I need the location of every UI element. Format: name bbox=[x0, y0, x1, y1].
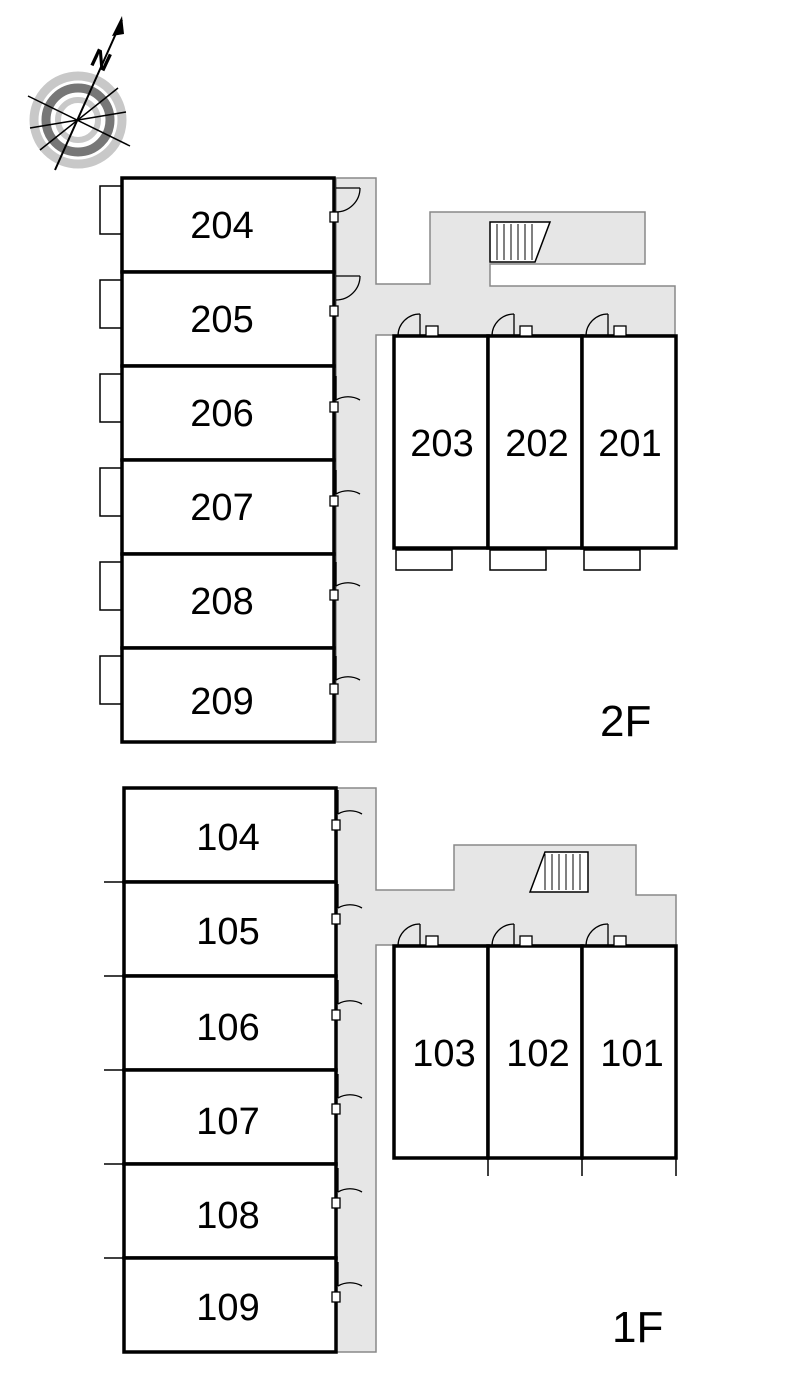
unit-label-207: 207 bbox=[190, 487, 253, 529]
unit-label-106: 106 bbox=[196, 1007, 259, 1049]
unit-label-204: 204 bbox=[190, 205, 253, 247]
north-label: N bbox=[86, 42, 116, 77]
unit-208 bbox=[120, 552, 336, 650]
unit-106 bbox=[122, 974, 338, 1072]
stairs-2f bbox=[489, 221, 552, 263]
unit-label-103: 103 bbox=[412, 1033, 475, 1075]
unit-label-104: 104 bbox=[196, 817, 259, 859]
floor-label-2f: 2F bbox=[600, 697, 651, 746]
unit-label-201: 201 bbox=[598, 423, 661, 465]
unit-label-205: 205 bbox=[190, 299, 253, 341]
unit-label-108: 108 bbox=[196, 1195, 259, 1237]
unit-103 bbox=[392, 944, 490, 1160]
unit-label-202: 202 bbox=[505, 423, 568, 465]
unit-label-101: 101 bbox=[600, 1033, 663, 1075]
unit-204 bbox=[120, 176, 336, 274]
unit-label-208: 208 bbox=[190, 581, 253, 623]
unit-label-102: 102 bbox=[506, 1033, 569, 1075]
compass-rose-icon: N bbox=[27, 16, 131, 171]
floor-2f: 204 205 206 207 208 209 203 202 201 2F bbox=[99, 176, 678, 746]
unit-label-105: 105 bbox=[196, 911, 259, 953]
unit-label-107: 107 bbox=[196, 1101, 259, 1143]
unit-107 bbox=[122, 1068, 338, 1166]
corridor-1f bbox=[335, 787, 677, 1353]
corridor-2f bbox=[335, 177, 676, 743]
unit-201 bbox=[580, 334, 678, 550]
unit-105 bbox=[122, 880, 338, 978]
unit-109 bbox=[122, 1256, 338, 1354]
unit-101 bbox=[580, 944, 678, 1160]
unit-label-203: 203 bbox=[410, 423, 473, 465]
unit-209 bbox=[120, 646, 336, 744]
unit-207 bbox=[120, 458, 336, 556]
unit-203 bbox=[392, 334, 490, 550]
unit-205 bbox=[120, 270, 336, 368]
unit-104 bbox=[122, 786, 338, 884]
floor-1f: 104 105 106 107 108 109 103 102 101 1F bbox=[104, 786, 678, 1354]
unit-102 bbox=[486, 944, 584, 1160]
unit-label-206: 206 bbox=[190, 393, 253, 435]
unit-206 bbox=[120, 364, 336, 462]
unit-label-209: 209 bbox=[190, 681, 253, 723]
unit-label-109: 109 bbox=[196, 1287, 259, 1329]
stairs-1f bbox=[528, 851, 589, 893]
floor-label-1f: 1F bbox=[612, 1303, 663, 1352]
